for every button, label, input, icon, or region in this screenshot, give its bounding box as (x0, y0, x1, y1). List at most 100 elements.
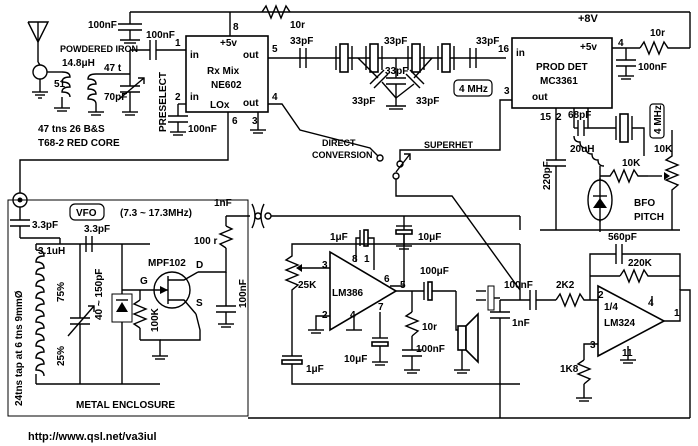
bfo-pitch-pot (648, 130, 680, 230)
ne602-inb: in (190, 92, 199, 103)
q1-gate: G (140, 276, 148, 287)
c220-label: 220pF (542, 161, 553, 190)
vfo-label: VFO (76, 208, 97, 219)
c560 (615, 244, 681, 290)
lm324-quarter: 1/4 (604, 302, 618, 313)
c100n-a-label: 100nF (416, 344, 445, 355)
q1-drain: D (196, 260, 203, 271)
ne602-pin3: 3 (252, 116, 258, 127)
c10u-b-label: 10μF (344, 354, 367, 365)
c100n-vfo (216, 272, 236, 328)
c33-d-label: 33pF (416, 96, 439, 107)
mc3361-name2: MC3361 (540, 76, 578, 87)
c100n-top (118, 12, 142, 44)
r10-mc3361-label: 10r (650, 28, 665, 39)
c1u-b-label: 1μF (306, 364, 324, 375)
tap-note: 24tns tap at 6 tns 9mmØ (14, 290, 25, 406)
c100n-ne602-label: 100nF (188, 124, 217, 135)
turns-47-label: 47 t (104, 63, 122, 74)
bfo-crystal (587, 108, 645, 156)
preselect-label: PRESELECT (158, 72, 169, 132)
r1k8-label: 1K8 (560, 364, 579, 375)
antenna (27, 21, 50, 62)
headphone-jack (476, 285, 500, 311)
pct75-label: 75% (56, 282, 67, 302)
bfo-label-1: BFO (634, 198, 655, 209)
superhet-label: SUPERHET (424, 140, 474, 150)
coil-spec-line2: T68-2 RED CORE (38, 138, 120, 149)
r1k8 (576, 359, 592, 402)
r220k (619, 268, 680, 284)
r10r-a-label: 10r (422, 322, 437, 333)
bfo-label-2: PITCH (634, 212, 664, 223)
mc3361-pin15: 15 (540, 112, 552, 123)
pct25-label: 25% (56, 346, 67, 366)
r10-top (261, 4, 291, 20)
c100n-in (149, 40, 186, 60)
q1-source: S (196, 298, 203, 309)
c68-label: 68pF (568, 110, 591, 121)
c33-b-label: 33pF (384, 36, 407, 47)
r10-mc3361 (639, 40, 690, 56)
source-url[interactable]: http://www.qsl.net/va3iul (28, 431, 157, 443)
c3p3-b-label: 3.3pF (84, 224, 110, 235)
c33-e-label: 33pF (476, 36, 499, 47)
ne602-pin6: 6 (232, 116, 238, 127)
ne602-vcc: +5v (220, 38, 237, 49)
c1n-b (490, 300, 510, 418)
vfo-badge (69, 203, 105, 221)
c1u-b (281, 300, 303, 374)
preselect-capacitor (117, 74, 145, 116)
vfo-diode (111, 244, 133, 384)
mode-switch (376, 153, 521, 291)
ne602-name1: Rx Mix (207, 66, 240, 77)
lm324-pin2: 2 (598, 290, 604, 301)
lm324-pin1: 1 (674, 308, 680, 319)
c33-e (469, 48, 477, 68)
mc3361-pin16: 16 (498, 44, 510, 55)
c100n-vfo-label: 100nF (238, 279, 249, 308)
c10u-b (371, 312, 389, 366)
direct-conv-line2: CONVERSION (312, 150, 373, 160)
ne602-pin8: 8 (233, 22, 239, 33)
r100-vfo (218, 216, 234, 249)
c1n-b-label: 1nF (512, 318, 530, 329)
r220k-label: 220K (628, 258, 653, 269)
lm386-pin1: 1 (364, 254, 370, 265)
c33-a-label: 33pF (290, 36, 313, 47)
c33-c-label: 33pF (352, 96, 375, 107)
c33-f-label: 33pF (385, 66, 408, 77)
c100n-mc3361 (616, 48, 636, 80)
mc3361-pin4: 4 (618, 38, 624, 49)
direct-conv-line1: DIRECT (322, 138, 356, 148)
c3p3-b (85, 236, 93, 252)
c1u-a-label: 1μF (330, 232, 348, 243)
lm386-pin6: 6 (384, 274, 390, 285)
r100k-label: 100K (150, 307, 161, 332)
c100n-in-label: 100nF (146, 30, 175, 41)
mc3361-vcc: +5v (580, 42, 597, 53)
powdered-iron-label: POWDERED IRON (60, 44, 138, 54)
c3p3-a (10, 207, 30, 238)
metal-enclosure (7, 199, 249, 417)
r10k-b-label: 10K (654, 144, 673, 155)
r100k (132, 290, 148, 340)
r10-top-label: 10r (290, 20, 305, 31)
lm386-pin8: 8 (352, 254, 358, 265)
c100u (423, 281, 456, 301)
mhz-badge-a (453, 79, 493, 97)
turns-51-label: 51 (54, 79, 66, 90)
mc3361-in: in (516, 48, 525, 59)
mhz-a-label: 4 MHz (459, 84, 488, 95)
ne602-in: in (190, 50, 199, 61)
speaker (454, 291, 479, 374)
r2k2 (555, 292, 598, 308)
vfo-tuning-cap (67, 244, 95, 384)
vfo-range: (7.3 ~ 17.3MHz) (120, 208, 192, 219)
c1u-a (355, 229, 375, 270)
ne602-ic (185, 35, 269, 113)
mhz-badge-b (649, 103, 665, 139)
shunt-caps (357, 57, 433, 110)
input-coil-secondary (87, 73, 130, 116)
